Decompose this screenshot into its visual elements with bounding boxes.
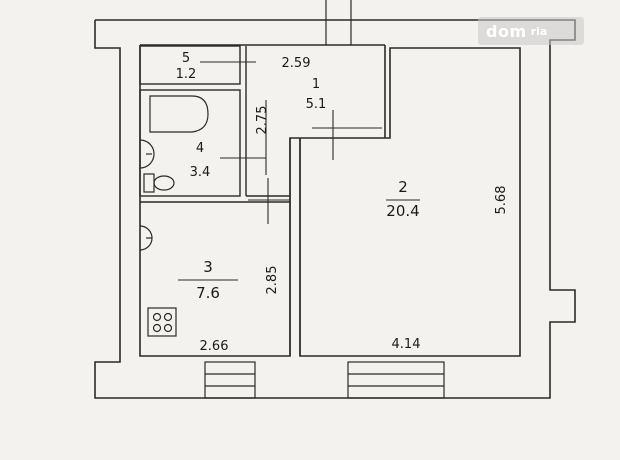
room-3-area: 7.6 [196,284,220,302]
stove-icon [147,307,177,337]
dimension-corridor-width: 2.59 [282,56,311,71]
bathtub-icon [149,95,209,133]
dimension-corridor-height: 2.75 [255,106,270,135]
room-1-id: 1 [312,77,320,92]
room-4-area: 3.4 [190,165,211,180]
entry-door [325,0,352,45]
window-room2 [347,361,445,399]
dimension-kitchen-width: 2.66 [200,339,229,354]
dimension-room2-height: 5.68 [494,186,509,215]
watermark-suffix: ria [530,24,548,38]
dimension-lines [178,61,420,281]
watermark-brand: dom [486,21,527,41]
room-5-id: 5 [182,51,190,66]
room-4-id: 4 [196,141,204,156]
sink-icon [139,139,155,169]
toilet-icon [143,173,175,193]
room-3-id: 3 [203,258,213,276]
room-5-area: 1.2 [176,67,197,82]
room-2-id: 2 [398,178,408,196]
dom-ria-watermark: dom ria [478,17,584,45]
kitchen-sink-icon [139,225,153,251]
room-2-area: 20.4 [386,202,419,220]
window-kitchen [204,361,256,399]
dimension-room2-width: 4.14 [392,337,421,352]
dimension-kitchen-height: 2.85 [265,266,280,295]
partitions [139,45,301,356]
room-1-area: 5.1 [306,97,327,112]
